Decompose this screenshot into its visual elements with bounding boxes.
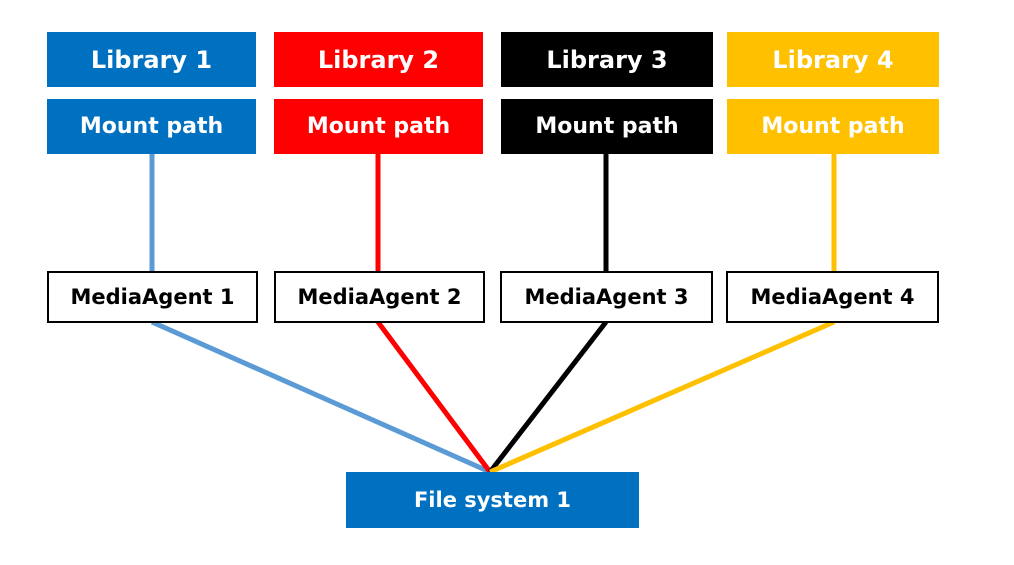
library-2-label: Library 2: [317, 45, 440, 74]
mount-path-2-label: Mount path: [306, 114, 451, 139]
mount-path-2-box: Mount path: [274, 99, 483, 154]
connector-agent-fs-4: [489, 319, 835, 475]
media-agent-1-label: MediaAgent 1: [70, 285, 235, 309]
library-1-box: Library 1: [47, 32, 256, 87]
file-system-label: File system 1: [413, 488, 572, 512]
connector-agent-fs-1: [150, 319, 492, 475]
media-agent-3-box: MediaAgent 3: [500, 271, 713, 323]
library-3-box: Library 3: [501, 32, 713, 87]
media-agent-4-label: MediaAgent 4: [750, 285, 915, 309]
mount-path-1-label: Mount path: [79, 114, 224, 139]
library-3-label: Library 3: [546, 45, 668, 74]
library-4-label: Library 4: [772, 45, 894, 74]
library-2-box: Library 2: [274, 32, 483, 87]
library-1-label: Library 1: [90, 45, 213, 74]
mount-path-4-box: Mount path: [727, 99, 939, 154]
mount-path-3-label: Mount path: [535, 114, 679, 139]
mount-path-4-label: Mount path: [761, 114, 905, 139]
media-agent-2-box: MediaAgent 2: [274, 271, 485, 323]
library-4-box: Library 4: [727, 32, 939, 87]
connector-agent-fs-3: [488, 320, 608, 474]
file-system-box: File system 1: [346, 472, 639, 528]
mount-path-1-box: Mount path: [47, 99, 256, 154]
media-agent-2-label: MediaAgent 2: [297, 285, 462, 309]
connector-agent-fs-2: [375, 320, 493, 474]
media-agent-4-box: MediaAgent 4: [726, 271, 939, 323]
mount-path-3-box: Mount path: [501, 99, 713, 154]
media-agent-3-label: MediaAgent 3: [524, 285, 689, 309]
media-agent-1-box: MediaAgent 1: [47, 271, 258, 323]
